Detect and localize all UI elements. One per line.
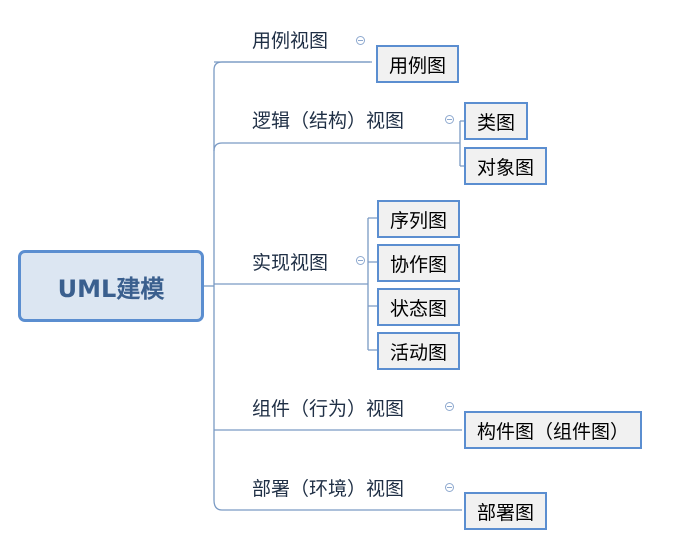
leaf-class-diagram[interactable]: 类图 xyxy=(464,102,529,140)
leaf-component-diagram[interactable]: 构件图（组件图） xyxy=(464,411,643,449)
collapse-icon[interactable] xyxy=(445,402,454,411)
collapse-icon[interactable] xyxy=(356,256,365,265)
branch-use-case-view[interactable]: 用例视图 xyxy=(252,30,329,52)
leaf-collaboration-diagram[interactable]: 协作图 xyxy=(377,244,461,282)
branch-implementation-view[interactable]: 实现视图 xyxy=(252,252,329,274)
leaf-sequence-diagram[interactable]: 序列图 xyxy=(377,200,461,238)
bracket-3 xyxy=(367,217,378,351)
branch-deployment-view[interactable]: 部署（环境）视图 xyxy=(252,478,405,500)
collapse-icon[interactable] xyxy=(356,36,365,45)
branch-logical-view[interactable]: 逻辑（结构）视图 xyxy=(252,110,405,132)
leaf-state-diagram[interactable]: 状态图 xyxy=(377,288,461,326)
branch-underline-2 xyxy=(213,142,460,152)
leaf-deployment-diagram[interactable]: 部署图 xyxy=(464,492,548,530)
leaf-use-case-diagram[interactable]: 用例图 xyxy=(376,45,460,83)
collapse-icon[interactable] xyxy=(445,483,454,492)
leaf-activity-diagram[interactable]: 活动图 xyxy=(377,332,461,370)
root-node[interactable]: UML建模 xyxy=(18,250,204,322)
branch-component-view[interactable]: 组件（行为）视图 xyxy=(252,398,405,420)
leaf-object-diagram[interactable]: 对象图 xyxy=(464,147,548,185)
collapse-icon[interactable] xyxy=(445,115,454,124)
